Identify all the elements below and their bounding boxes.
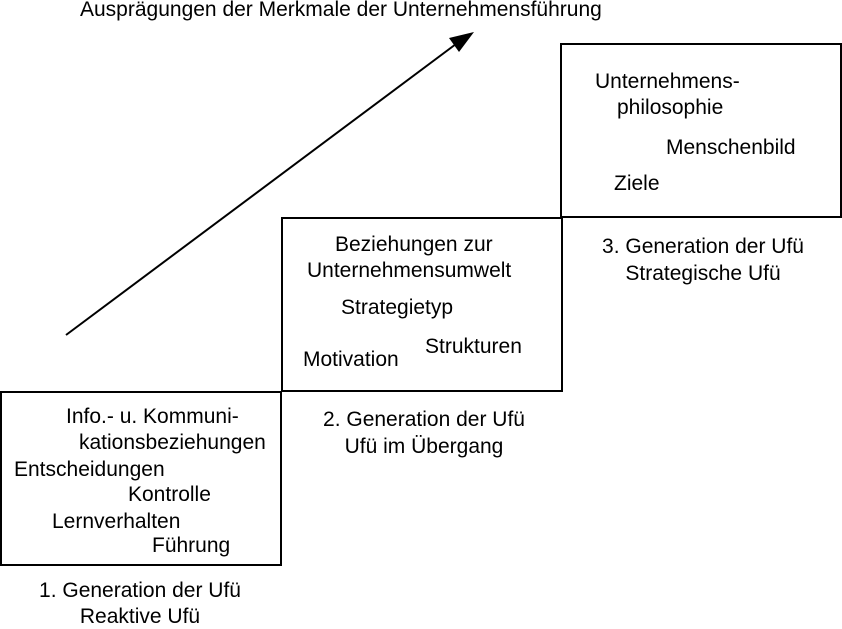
trend-arrow-shaft [65, 43, 457, 336]
stage-1-item-lernverhalten: Lernverhalten [52, 510, 181, 533]
stage-2-caption-line1: 2. Generation der Ufü [323, 408, 525, 431]
stage-2-item-beziehungen-line1: Beziehungen zur [335, 233, 493, 256]
stage-2-item-motivation: Motivation [303, 348, 399, 371]
stage-1-caption-line2: Reaktive Ufü [79, 605, 201, 628]
stage-3-item-menschenbild: Menschenbild [666, 136, 796, 159]
stage-2-box [281, 217, 563, 392]
stage-2-caption-line2: Ufü im Übergang [344, 435, 504, 458]
stage-1-item-entscheidungen: Entscheidungen [14, 458, 165, 481]
stage-2-item-strategietyp: Strategietyp [341, 296, 454, 319]
diagram-title: Ausprägungen der Merkmale der Unternehme… [80, 0, 602, 21]
stage-3-caption-line2: Strategische Ufü [625, 262, 781, 285]
stage-1-item-info-line1: Info.- u. Kommuni- [66, 405, 239, 428]
stage-1-caption-line1: 1. Generation der Ufü [39, 579, 241, 602]
arrowhead-icon [449, 32, 474, 52]
stage-3-item-philosophie-line1: Unternehmens- [595, 70, 740, 93]
stage-3-caption-line1: 3. Generation der Ufü [602, 235, 804, 258]
stage-1-item-kontrolle: Kontrolle [128, 483, 211, 506]
stage-1-box [0, 391, 282, 566]
stage-3-box [560, 43, 842, 218]
stage-3-item-ziele: Ziele [614, 172, 660, 195]
stage-3-item-philosophie-line2: philosophie [617, 96, 724, 119]
stage-1-item-info-line2: kationsbeziehungen [79, 431, 266, 454]
stage-1-item-fuehrung: Führung [152, 534, 231, 557]
stage-2-item-beziehungen-line2: Unternehmensumwelt [307, 259, 512, 282]
stage-2-item-strukturen: Strukturen [425, 335, 522, 358]
